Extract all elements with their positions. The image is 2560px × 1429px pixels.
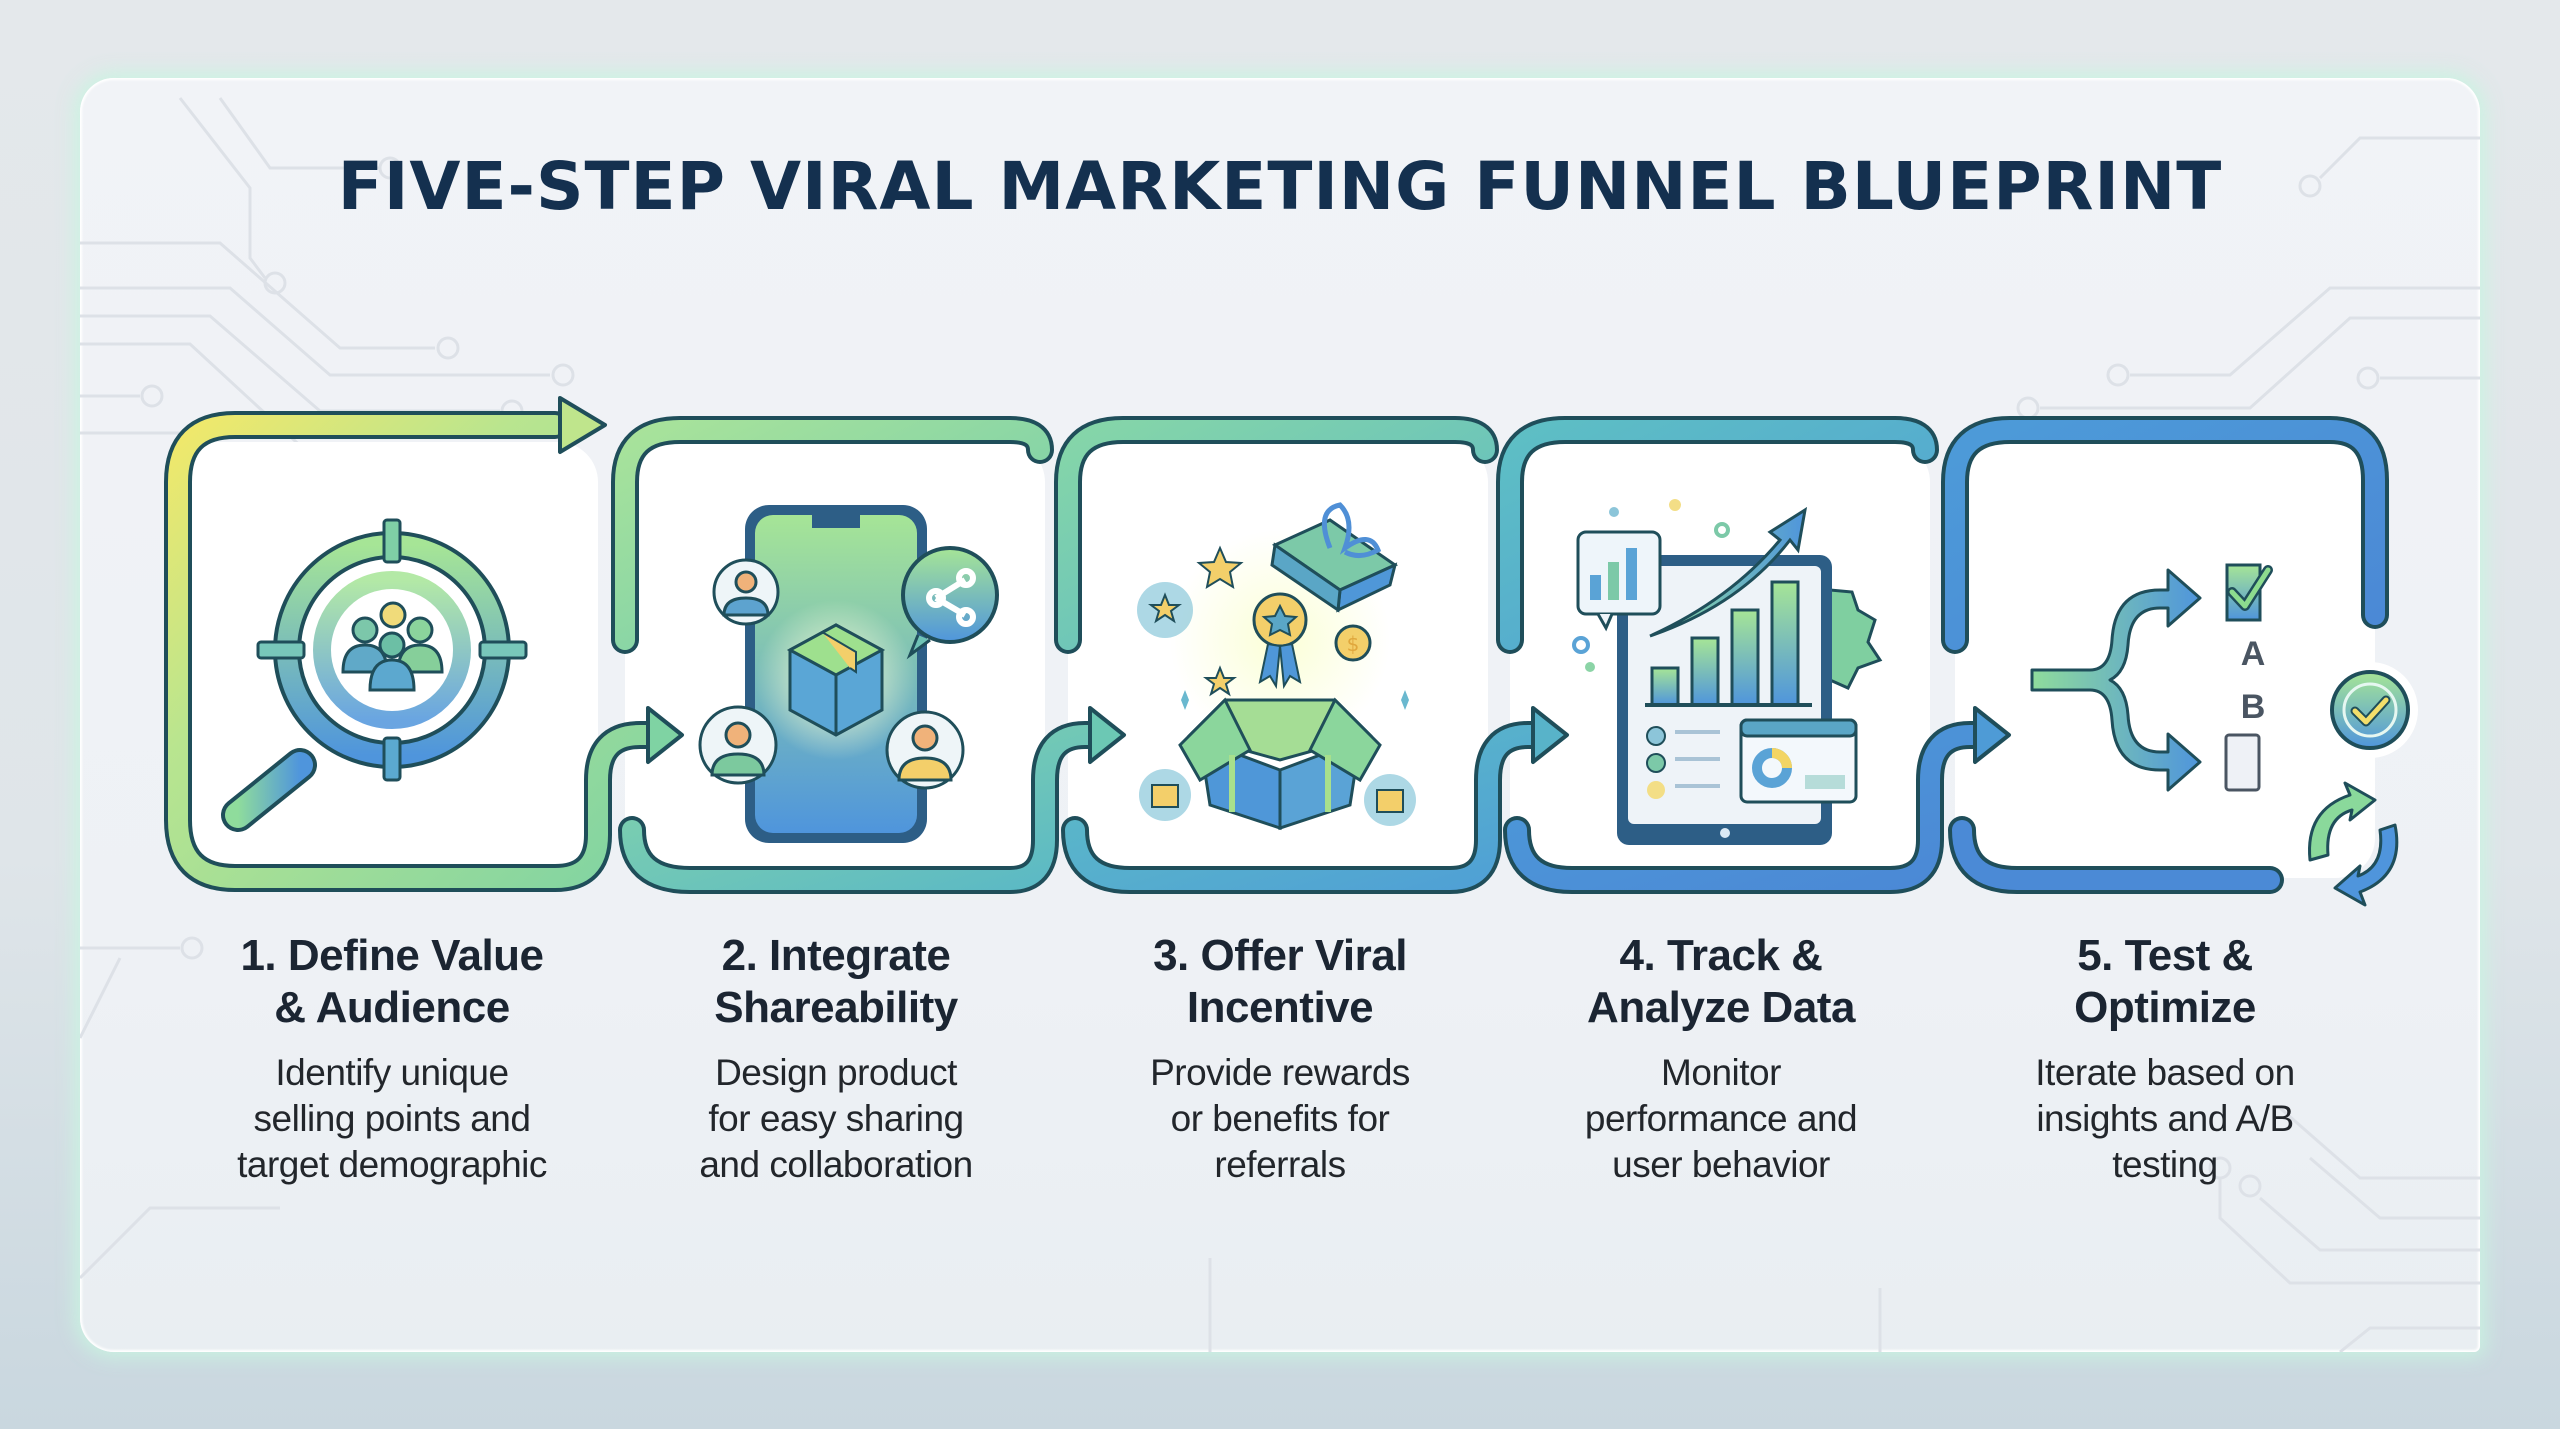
step-4: 4. Track & Analyze Data Monitor performa…	[1506, 930, 1936, 1188]
analytics-dashboard-icon	[1572, 499, 1883, 845]
avatar-bubble	[885, 710, 965, 790]
step-3-description: Provide rewards or benefits for referral…	[1150, 1052, 1410, 1185]
step-4-description: Monitor performance and user behavior	[1584, 1052, 1858, 1185]
step-5: 5. Test & Optimize Iterate based on insi…	[1950, 930, 2380, 1188]
step-2-frame	[611, 416, 1126, 894]
refresh-cycle-icon	[2308, 781, 2399, 907]
step-1-title: 1. Define Value & Audience	[240, 931, 544, 1032]
option-a-label: A	[2241, 635, 2266, 673]
step-4-title: 4. Track & Analyze Data	[1587, 931, 1855, 1032]
bar-chart	[1650, 580, 1800, 707]
target-magnifier-audience-icon	[221, 518, 528, 832]
option-b-label: B	[2241, 688, 2266, 726]
step-3-frame	[1054, 416, 1569, 894]
step-2-title: 2. Integrate Shareability	[714, 931, 958, 1032]
step-1-description: Identify unique selling points and targe…	[237, 1052, 547, 1185]
gift-box-rewards-icon: $	[1137, 502, 1416, 831]
step-1-frame	[164, 396, 684, 892]
step-2-description: Design product for easy sharing and coll…	[699, 1052, 973, 1185]
smartphone-share-icon	[698, 505, 999, 843]
step-4-frame	[1496, 416, 2011, 894]
step-1: 1. Define Value & Audience Identify uniq…	[177, 930, 607, 1188]
step-5-frame	[1941, 416, 2389, 894]
share-icon	[926, 568, 976, 627]
svg-text:$: $	[1347, 632, 1360, 656]
step-3-title: 3. Offer Viral Incentive	[1153, 931, 1407, 1032]
avatar-bubble	[698, 705, 778, 785]
avatar-bubble	[712, 558, 780, 626]
step-3: 3. Offer Viral Incentive Provide rewards…	[1065, 930, 1495, 1188]
page-title: FIVE-STEP VIRAL MARKETING FUNNEL BLUEPRI…	[337, 148, 2223, 225]
ab-test-split-icon: A B	[2030, 563, 2418, 907]
step-2: 2. Integrate Shareability Design product…	[621, 930, 1051, 1188]
step-5-title: 5. Test & Optimize	[2074, 931, 2256, 1032]
step-5-description: Iterate based on insights and A/B testin…	[2035, 1052, 2295, 1185]
circuit-background	[80, 97, 2480, 1352]
